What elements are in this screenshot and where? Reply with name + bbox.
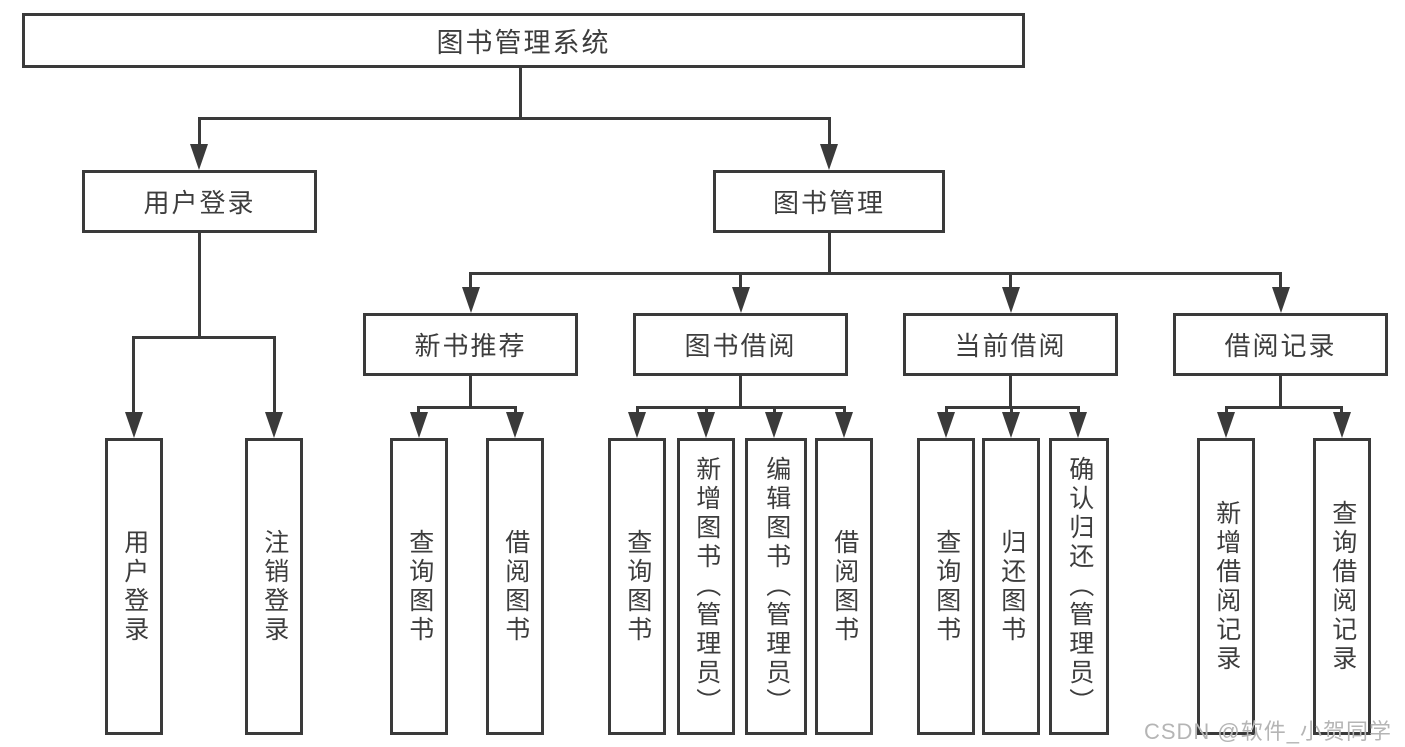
leaf-query-borrow-record: 查询借阅记录: [1313, 438, 1371, 735]
node-label: 新书推荐: [414, 331, 527, 361]
leaf-label: 查询图书: [405, 528, 434, 645]
arrow-down-icon: [697, 412, 715, 438]
leaf-label: 借阅图书: [501, 528, 530, 645]
leaf-label: 确认归还（管理员）: [1065, 456, 1094, 717]
node-user-login: 用户登录: [82, 170, 317, 233]
leaf-user-login: 用户登录: [105, 438, 163, 735]
arrow-down-icon: [937, 412, 955, 438]
leaf-query-books-current: 查询图书: [917, 438, 975, 735]
connector-hline: [469, 272, 1282, 275]
arrow-down-icon: [1333, 412, 1351, 438]
connector-vline: [636, 406, 639, 416]
connector-vline: [1010, 406, 1013, 416]
node-label: 图书管理: [772, 188, 885, 218]
arrow-down-icon: [732, 287, 750, 313]
connector-vline: [1225, 406, 1228, 416]
connector-hline: [1225, 406, 1343, 409]
arrow-down-icon: [1272, 287, 1290, 313]
node-new-book-recommend: 新书推荐: [363, 313, 578, 376]
arrow-down-icon: [125, 412, 143, 438]
leaf-query-books-recommend: 查询图书: [390, 438, 448, 735]
arrow-down-icon: [1217, 412, 1235, 438]
connector-hline: [636, 406, 845, 409]
leaf-edit-book-admin: 编辑图书（管理员）: [745, 438, 807, 735]
leaf-label: 编辑图书（管理员）: [762, 456, 791, 717]
leaf-label: 查询图书: [932, 528, 961, 645]
leaf-add-borrow-record: 新增借阅记录: [1197, 438, 1255, 735]
connector-vline: [198, 117, 201, 148]
arrow-down-icon: [628, 412, 646, 438]
connector-vline: [739, 272, 742, 291]
connector-vline: [469, 375, 472, 408]
arrow-down-icon: [506, 412, 524, 438]
leaf-label: 新增图书（管理员）: [692, 456, 721, 717]
connector-vline: [1340, 406, 1343, 416]
leaf-borrow-books-recommend: 借阅图书: [486, 438, 544, 735]
connector-vline: [198, 232, 201, 336]
connector-vline: [519, 66, 522, 117]
arrow-down-icon: [190, 144, 208, 170]
leaf-borrow-books: 借阅图书: [815, 438, 873, 735]
leaf-label: 用户登录: [120, 528, 149, 645]
arrow-down-icon: [265, 412, 283, 438]
connector-vline: [843, 406, 846, 416]
arrow-down-icon: [410, 412, 428, 438]
leaf-label: 借阅图书: [830, 528, 859, 645]
leaf-return-book: 归还图书: [982, 438, 1040, 735]
connector-vline: [1279, 375, 1282, 408]
node-book-management: 图书管理: [713, 170, 945, 233]
connector-vline: [514, 406, 517, 416]
connector-vline: [828, 232, 831, 275]
connector-vline: [705, 406, 708, 416]
leaf-logout: 注销登录: [245, 438, 303, 735]
node-label: 图书借阅: [684, 331, 797, 361]
leaf-query-books-borrow: 查询图书: [608, 438, 666, 735]
leaf-label: 查询借阅记录: [1328, 499, 1357, 674]
arrow-down-icon: [835, 412, 853, 438]
connector-hline: [198, 117, 831, 120]
connector-vline: [417, 406, 420, 416]
arrow-down-icon: [1002, 412, 1020, 438]
node-book-borrow: 图书借阅: [633, 313, 848, 376]
connector-hline: [132, 336, 275, 339]
arrow-down-icon: [820, 144, 838, 170]
leaf-label: 归还图书: [997, 528, 1026, 645]
leaf-add-book-admin: 新增图书（管理员）: [677, 438, 735, 735]
leaf-confirm-return-admin: 确认归还（管理员）: [1049, 438, 1109, 735]
node-current-borrow: 当前借阅: [903, 313, 1118, 376]
connector-vline: [1009, 272, 1012, 291]
watermark: CSDN @软件_小贺同学: [1143, 719, 1392, 744]
node-label: 图书管理系统: [436, 28, 611, 58]
connector-vline: [1279, 272, 1282, 291]
connector-vline: [132, 336, 135, 416]
connector-vline: [1009, 375, 1012, 408]
connector-vline: [828, 117, 831, 148]
arrow-down-icon: [765, 412, 783, 438]
connector-hline: [417, 406, 517, 409]
node-root: 图书管理系统: [22, 13, 1025, 68]
connector-vline: [469, 272, 472, 291]
leaf-label: 注销登录: [260, 528, 289, 645]
node-label: 用户登录: [143, 188, 256, 218]
arrow-down-icon: [462, 287, 480, 313]
leaf-label: 新增借阅记录: [1212, 499, 1241, 674]
connector-vline: [739, 375, 742, 408]
node-borrow-records: 借阅记录: [1173, 313, 1388, 376]
connector-vline: [945, 406, 948, 416]
connector-vline: [773, 406, 776, 416]
node-label: 当前借阅: [954, 331, 1067, 361]
arrow-down-icon: [1002, 287, 1020, 313]
connector-vline: [1077, 406, 1080, 416]
node-label: 借阅记录: [1224, 331, 1337, 361]
connector-vline: [273, 336, 276, 416]
leaf-label: 查询图书: [623, 528, 652, 645]
arrow-down-icon: [1069, 412, 1087, 438]
